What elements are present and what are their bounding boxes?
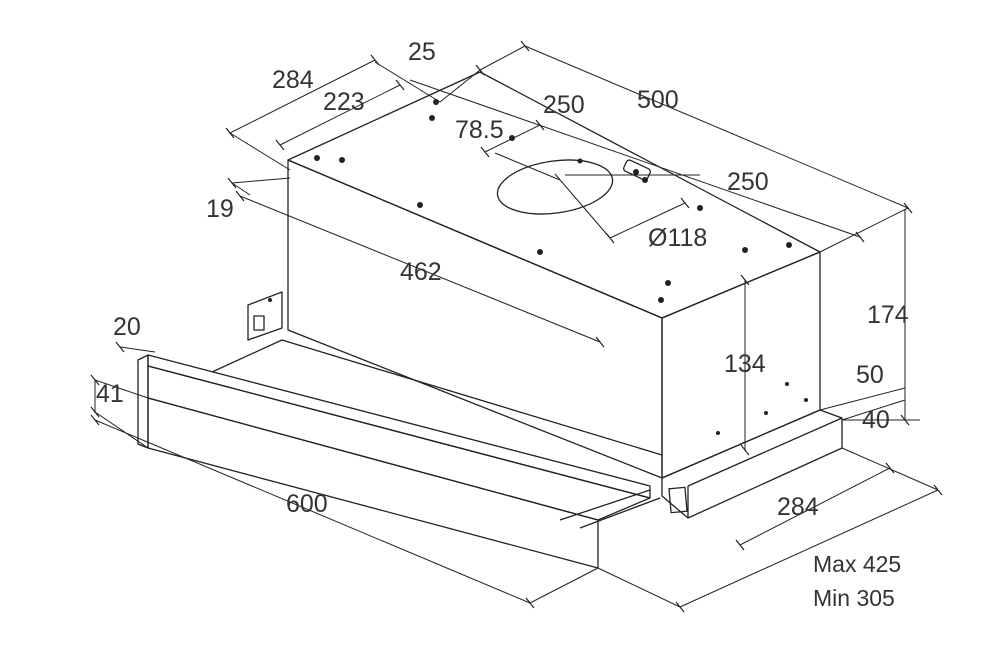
- label-min: Min 305: [813, 585, 895, 611]
- label-250-upper: 250: [543, 91, 585, 119]
- dimension-labels: 284 223 25 250 500 78.5 250 19 Ø118 462 …: [96, 38, 909, 611]
- label-462: 462: [400, 258, 442, 286]
- label-41: 41: [96, 380, 124, 408]
- label-20: 20: [113, 313, 141, 341]
- label-174: 174: [867, 301, 909, 329]
- mounting-holes: [314, 99, 808, 435]
- left-bracket: [247, 291, 283, 341]
- label-50: 50: [856, 361, 884, 389]
- label-284-bottom: 284: [777, 493, 819, 521]
- label-max: Max 425: [813, 551, 901, 577]
- label-223: 223: [323, 88, 365, 116]
- label-600: 600: [286, 490, 328, 518]
- label-19: 19: [206, 195, 234, 223]
- label-134: 134: [724, 350, 766, 378]
- label-diameter-118: Ø118: [648, 224, 707, 252]
- duct-outlet: [496, 159, 651, 215]
- label-500: 500: [637, 86, 679, 114]
- dimension-lines: [94, 45, 939, 608]
- label-78-5: 78.5: [455, 116, 504, 144]
- label-284-top: 284: [272, 66, 314, 94]
- label-250-lower: 250: [727, 168, 769, 196]
- dimension-ticks: [90, 40, 943, 613]
- label-40: 40: [862, 406, 890, 434]
- label-25: 25: [408, 38, 436, 66]
- hood-body: [287, 71, 821, 479]
